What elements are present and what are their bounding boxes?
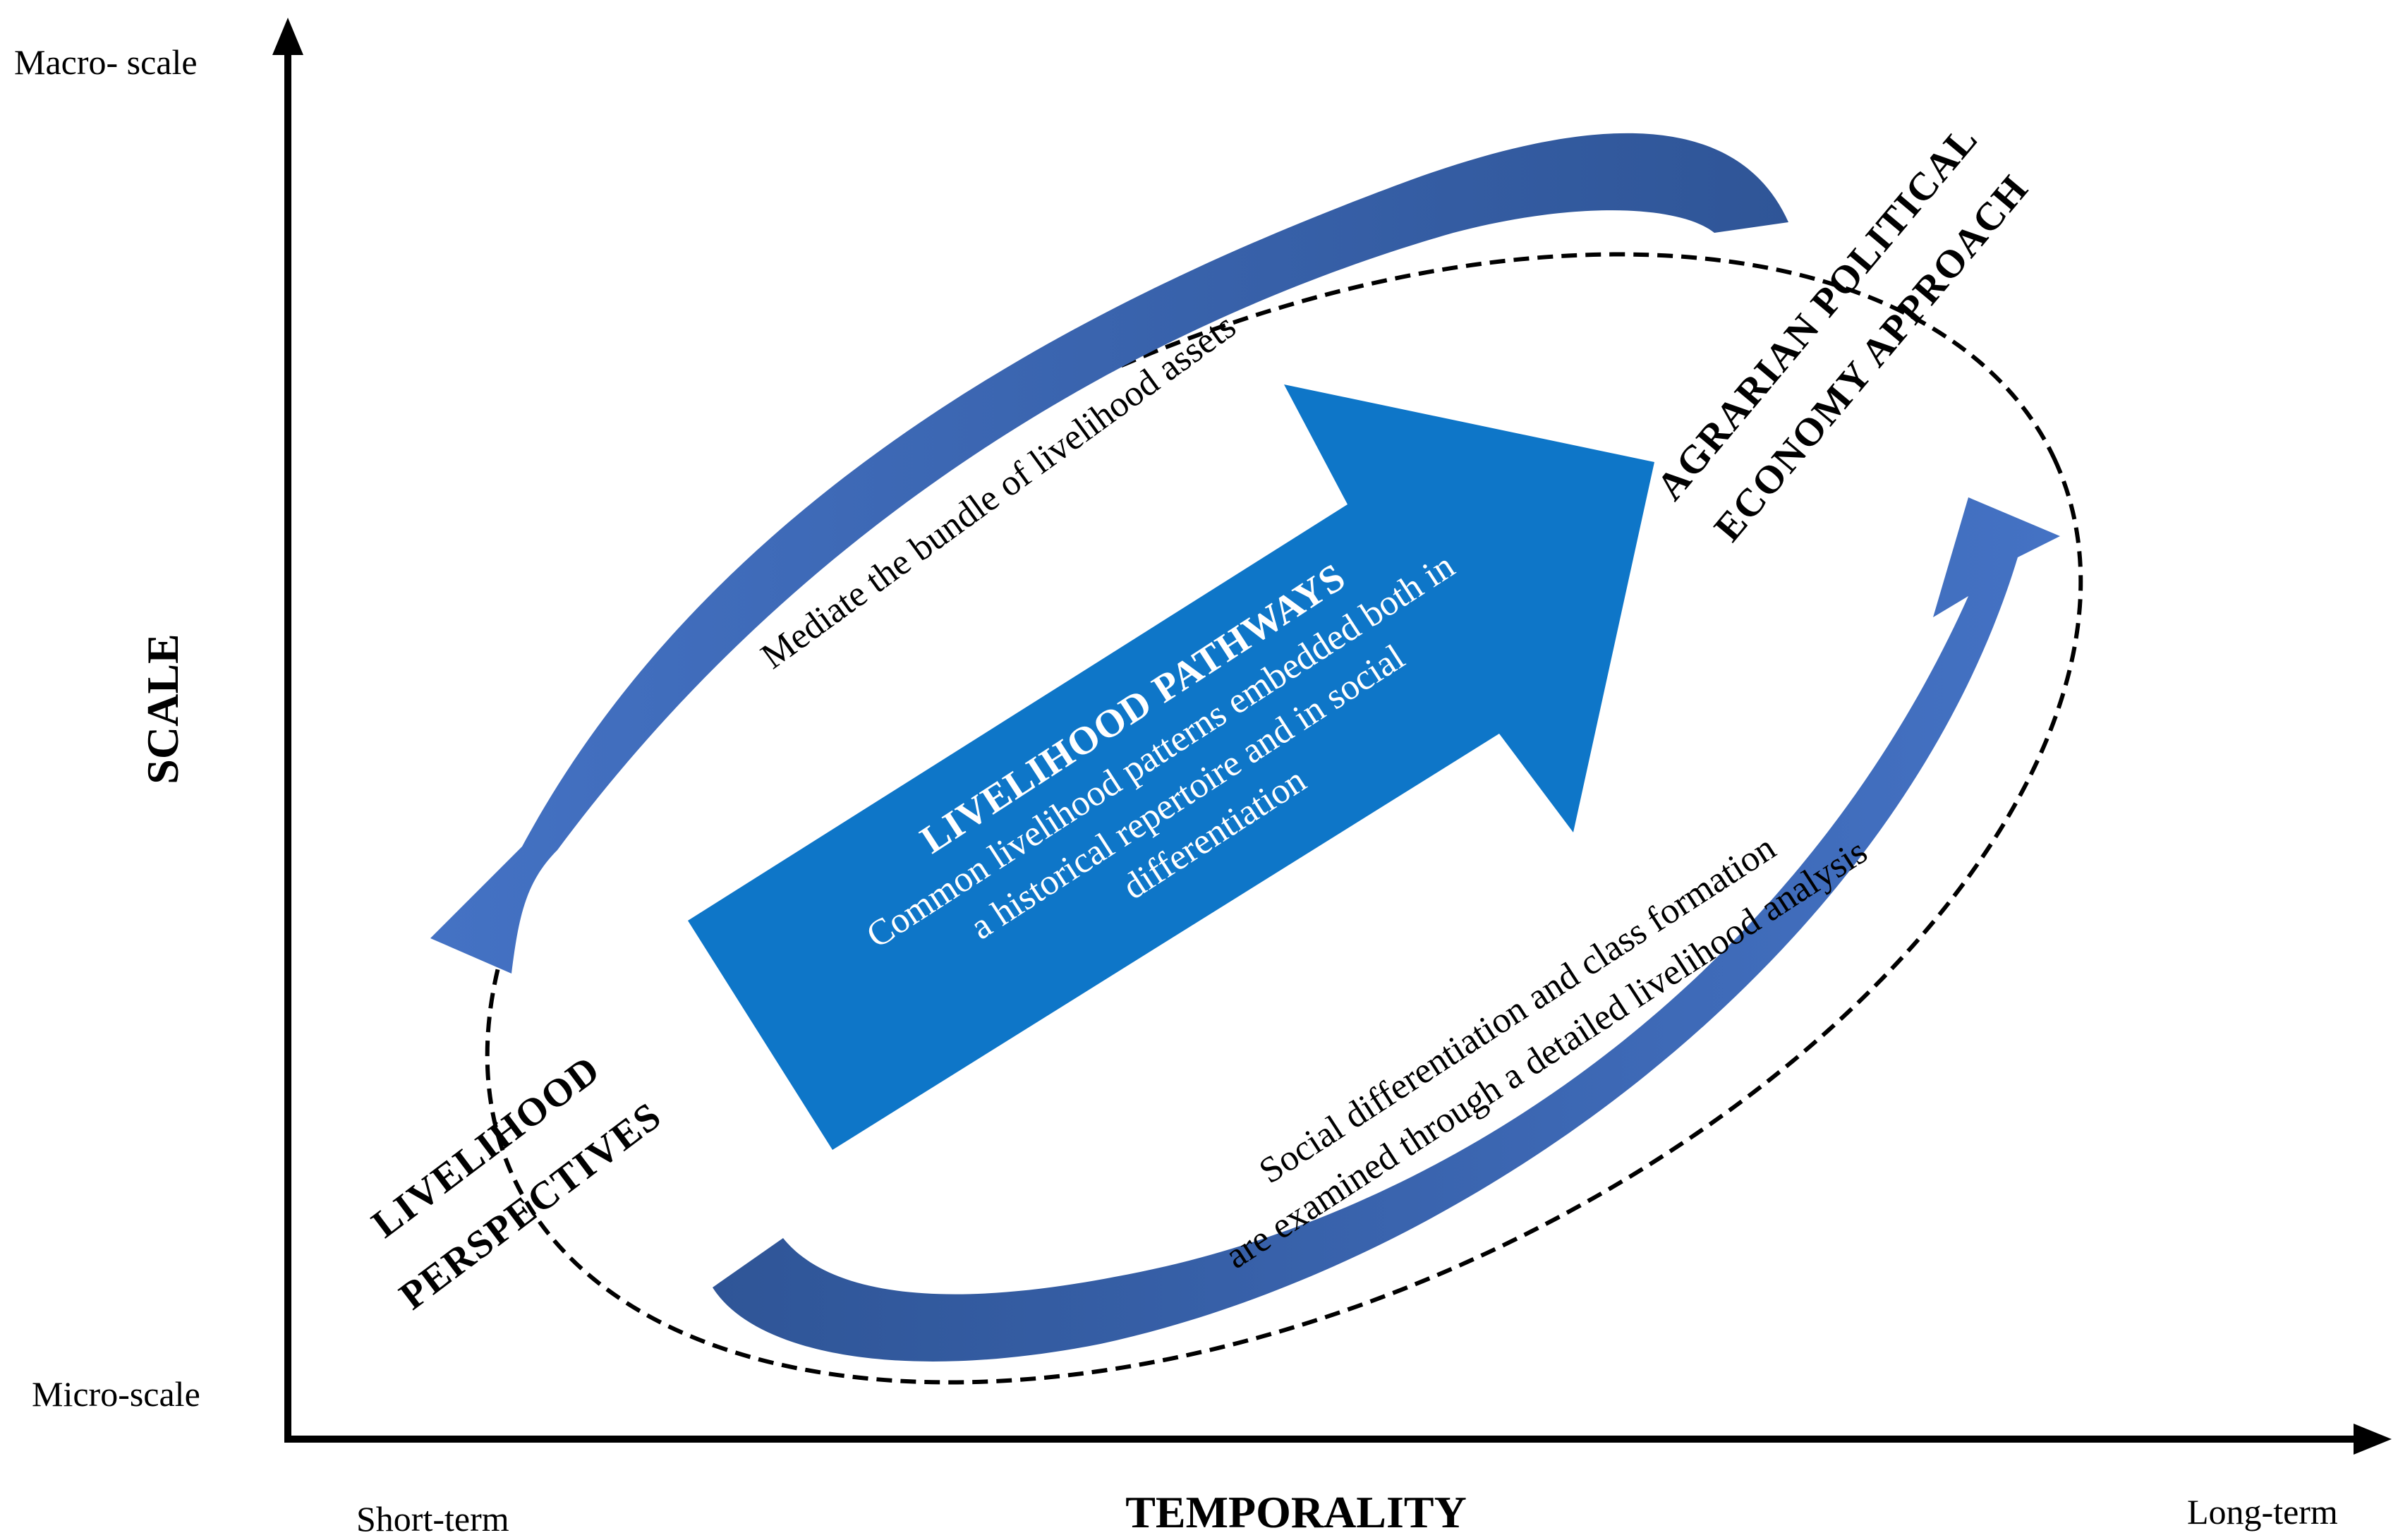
bottom-curved-arrow bbox=[713, 497, 2060, 1362]
x-axis-left-label: Short-term bbox=[356, 1499, 509, 1539]
center-arrow bbox=[688, 384, 1654, 1150]
y-axis-arrowhead-icon bbox=[272, 18, 303, 55]
x-axis-title: TEMPORALITY bbox=[1125, 1487, 1467, 1537]
node-livelihood-perspectives: LIVELIHOOD PERSPECTIVES bbox=[364, 1047, 670, 1318]
bottom-edge-line2: are examined through a detailed liveliho… bbox=[1218, 831, 1875, 1276]
x-axis bbox=[284, 1424, 2392, 1455]
y-axis bbox=[272, 18, 303, 1439]
y-axis-top-label: Macro- scale bbox=[14, 42, 198, 82]
y-axis-bottom-label: Micro-scale bbox=[32, 1374, 200, 1414]
y-axis-title: SCALE bbox=[138, 633, 188, 784]
x-axis-arrowhead-icon bbox=[2354, 1424, 2392, 1455]
x-axis-right-label: Long-term bbox=[2187, 1492, 2338, 1532]
